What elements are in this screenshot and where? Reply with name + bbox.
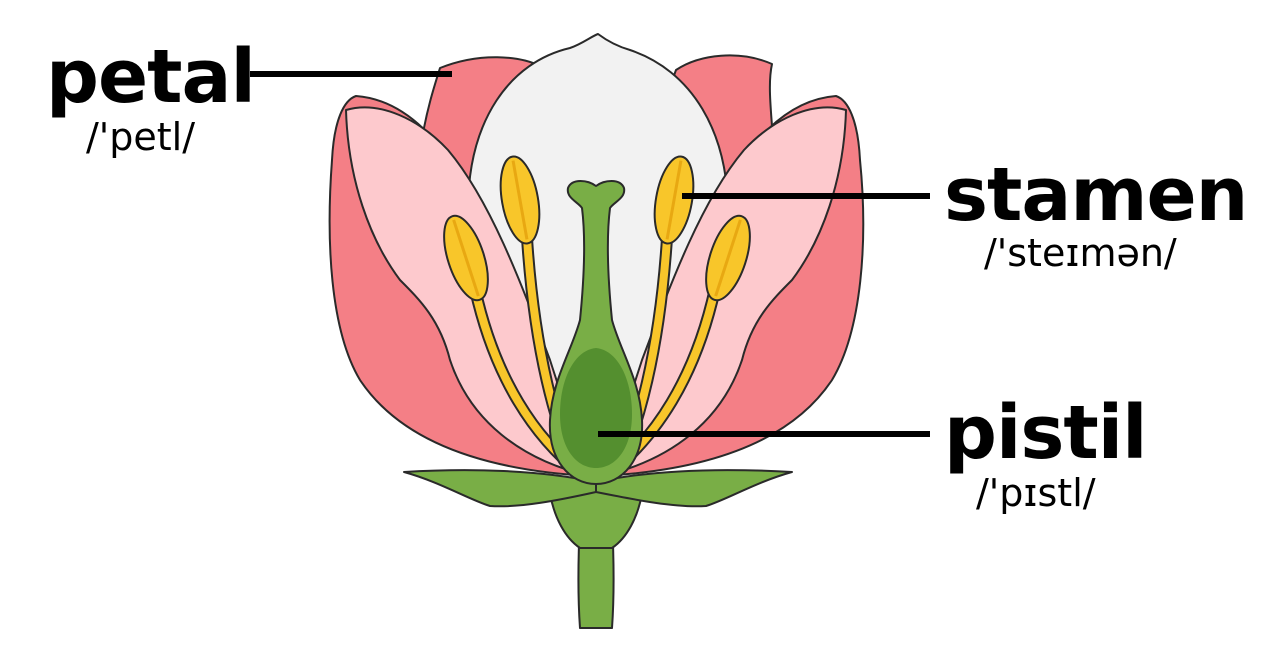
- stamen-term: stamen: [944, 152, 1247, 238]
- anthers: [443, 155, 751, 302]
- ovary: [560, 348, 632, 468]
- sepal-left: [403, 469, 597, 508]
- stamen-pronunciation: /'steɪmən/: [984, 231, 1177, 275]
- pistil-pronunciation: /'pɪstl/: [976, 471, 1096, 515]
- sepal-right: [595, 469, 793, 508]
- petal-term: petal: [46, 34, 255, 120]
- petal-pronunciation: /'petl/: [86, 115, 195, 159]
- pistil-term: pistil: [944, 390, 1147, 476]
